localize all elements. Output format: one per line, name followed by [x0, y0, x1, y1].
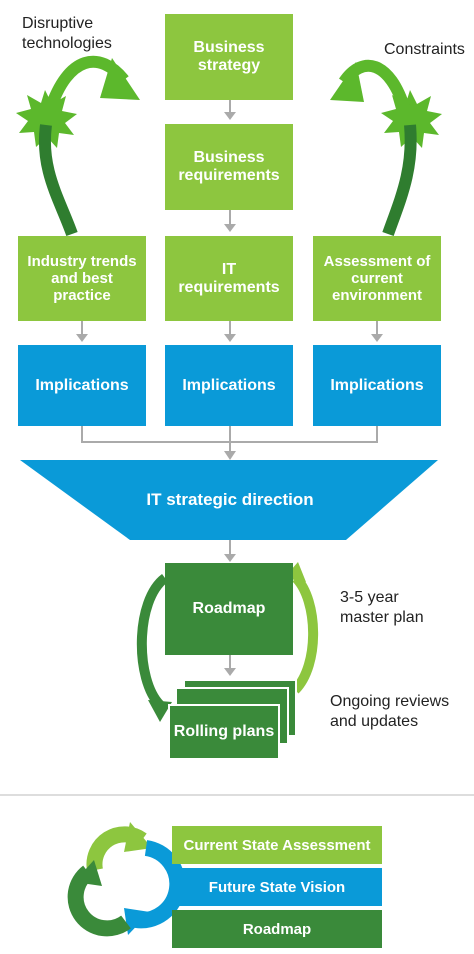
master-plan-label: 3-5 year master plan: [340, 589, 424, 626]
legend-future-state: Future State Vision: [172, 868, 382, 906]
disruptive-burst-icon: [16, 55, 140, 237]
business-requirements-box: Business requirements: [165, 124, 293, 210]
strategic-direction-funnel: [20, 460, 438, 540]
implications-box-right: Implications: [313, 345, 441, 426]
it-requirements-box: IT requirements: [165, 236, 293, 321]
business-strategy-box: Business strategy: [165, 14, 293, 100]
strategic-direction-label: IT strategic direction: [146, 490, 314, 509]
roadmap-box: Roadmap: [165, 563, 293, 655]
legend-roadmap: Roadmap: [172, 910, 382, 948]
implications-box-center: Implications: [165, 345, 293, 426]
constraints-label: Constraints: [384, 41, 465, 58]
assessment-box: Assessment of current environment: [313, 236, 441, 321]
constraints-burst-icon: [330, 59, 442, 236]
ongoing-reviews-label: Ongoing reviews and updates: [330, 693, 450, 730]
rolling-plans-box: Rolling plans: [168, 704, 280, 760]
cycle-legend-icon: [67, 822, 186, 937]
roadmap-cycle-icon: [136, 562, 319, 722]
implications-box-left: Implications: [18, 345, 146, 426]
disruptive-technologies-label: Disruptive technologies: [22, 15, 112, 52]
legend-current-state: Current State Assessment: [172, 826, 382, 864]
industry-trends-box: Industry trends and best practice: [18, 236, 146, 321]
